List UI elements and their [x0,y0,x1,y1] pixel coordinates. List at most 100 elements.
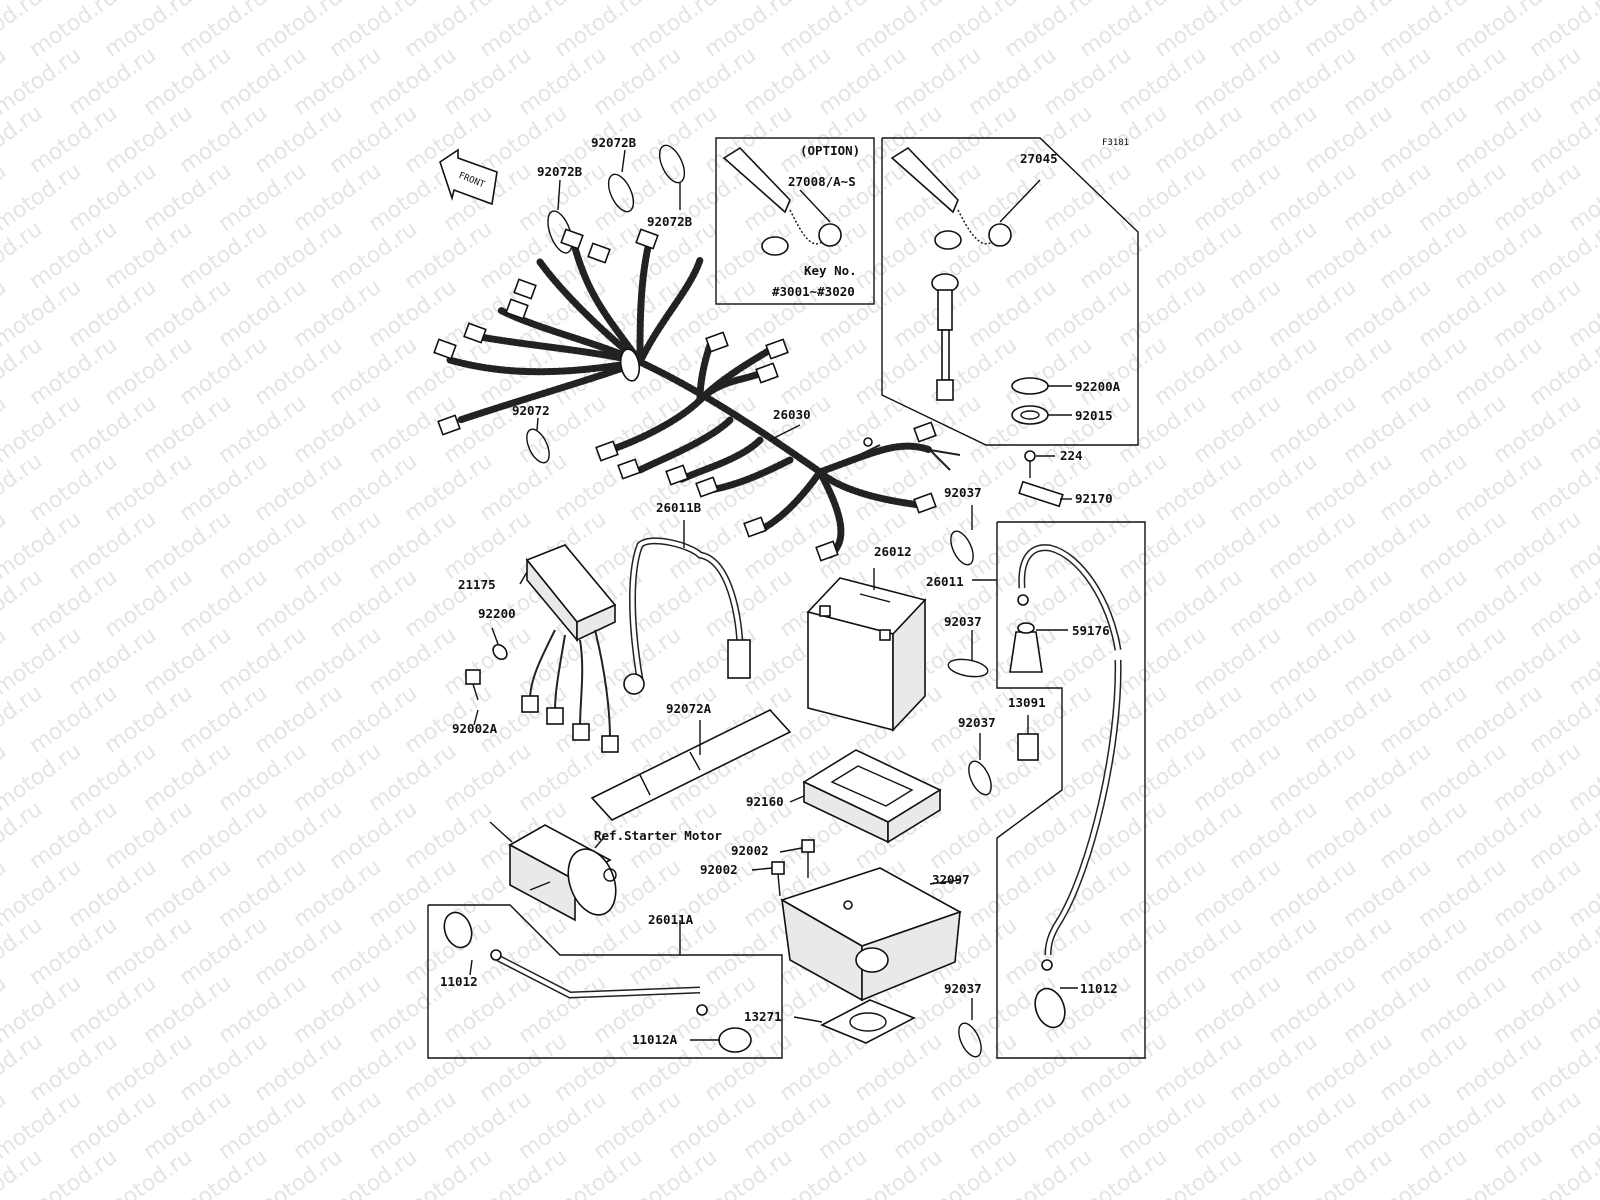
callout-92037: 92037 [958,715,996,730]
cable-26011A-group [427,904,783,1059]
callout-92072B: 92072B [591,135,637,150]
grommet-icon [619,348,641,382]
battery-case-32097 [780,867,962,1002]
main-harness-26030 [433,228,961,562]
terminal-cover-icon [727,639,751,679]
option-part-number: 27008/A~S [788,174,856,189]
clamp-icon [547,210,573,254]
battery-terminal-icon [879,629,891,641]
nut-92015-icon [1011,405,1049,425]
callout-92072: 92072 [512,403,550,418]
clamp-92037-icon [947,658,989,678]
figure-code: F3181 [1102,138,1129,148]
callout-26011B: 26011B [656,500,702,515]
callout-92200: 92200 [478,606,516,621]
callout-13091: 13091 [1008,695,1046,710]
connector-icon [601,735,619,753]
callout-92160: 92160 [746,794,784,809]
connector-icon [755,362,779,384]
callout-21175: 21175 [458,577,496,592]
option-box: (OPTION) 27008/A~S Key No. #3001~#3020 [715,137,875,305]
callout-92037: 92037 [944,485,982,500]
connector-icon [560,228,584,250]
callout-26012: 26012 [874,544,912,559]
callout-59176: 59176 [1072,623,1110,638]
connector-icon [433,338,457,360]
bolts-92002 [751,839,815,897]
key-cylinder-icon [818,223,842,247]
connector-icon [665,464,689,486]
connector-icon [521,695,539,713]
option-title: (OPTION) [800,143,860,158]
ring-terminal-icon [623,673,645,695]
callout-32097: 32097 [932,872,970,887]
connector-icon [913,421,937,443]
key-cap-icon [761,236,789,256]
callout-27045: 27045 [1020,151,1058,166]
plate-13271 [793,999,916,1044]
callout-13271: 13271 [744,1009,782,1024]
connector-icon [635,228,659,250]
ring-terminal-icon [1017,594,1029,606]
front-arrow: FRONT [439,148,498,206]
callout-92072A: 92072A [666,701,712,716]
switch-cylinder-icon [988,223,1012,247]
bolt-92002A-icon [465,669,481,685]
callout-11012A: 11012A [632,1032,678,1047]
callout-11012: 11012 [1080,981,1118,996]
battery-terminal-icon [819,605,831,617]
clamps-92072B [547,144,686,254]
bolt-icon [801,839,815,853]
connector-icon [815,540,839,562]
battery-26012 [806,568,927,733]
cap-11012-icon [443,911,473,949]
callout-ref-starter-motor: Ref.Starter Motor [594,828,722,843]
clamp-icon [607,173,635,213]
callout-92072B: 92072B [537,164,583,179]
callout-92015: 92015 [1075,408,1113,423]
connector-icon [546,707,564,725]
cable-26011B [623,520,751,695]
connector-icon [505,298,529,320]
connector-icon [595,440,619,462]
callout-92170: 92170 [1075,491,1113,506]
connector-icon [913,492,937,514]
connector-icon [513,278,537,300]
callout-92200A: 92200A [1075,379,1121,394]
switch-cap-icon [934,230,962,250]
connector-icon [743,516,767,538]
clip-13091-icon [1017,733,1039,761]
ignition-switch-group [881,137,1139,446]
key-no-label: Key No. [804,263,857,278]
clamp-92072-icon [526,428,550,464]
clamp-icon [658,144,686,184]
cap-11012A-icon [718,1027,752,1053]
battery-pad-92160 [789,749,942,844]
strap-92072A [590,709,792,821]
connector-icon [705,331,729,353]
bolt-224-icon [1024,450,1036,462]
connector-icon [463,322,487,344]
cap-11012-icon [1034,987,1066,1029]
ring-terminal-icon [1041,959,1053,971]
connector-icon [587,242,611,264]
callout-labels: 92072B 92072B 92072B 27045 92200A 92015 … [440,135,1121,1047]
connector-icon [765,338,789,360]
callout-92002: 92002 [731,843,769,858]
callout-26011A: 26011A [648,912,694,927]
collar-92200-icon [492,643,508,661]
clamp-92037-icon [958,1022,982,1058]
clamp-92037-icon [968,760,992,796]
callout-92002: 92002 [700,862,738,877]
bolt-icon [771,861,785,875]
key-range: #3001~#3020 [772,284,855,299]
callout-26011: 26011 [926,574,964,589]
callout-26030: 26030 [773,407,811,422]
ignition-key-icon [890,146,959,214]
cable-26011-group [972,521,1146,1059]
callout-11012: 11012 [440,974,478,989]
callout-92037: 92037 [944,614,982,629]
strap-92170-icon [1018,480,1064,508]
washer-92200A-icon [1011,377,1049,395]
